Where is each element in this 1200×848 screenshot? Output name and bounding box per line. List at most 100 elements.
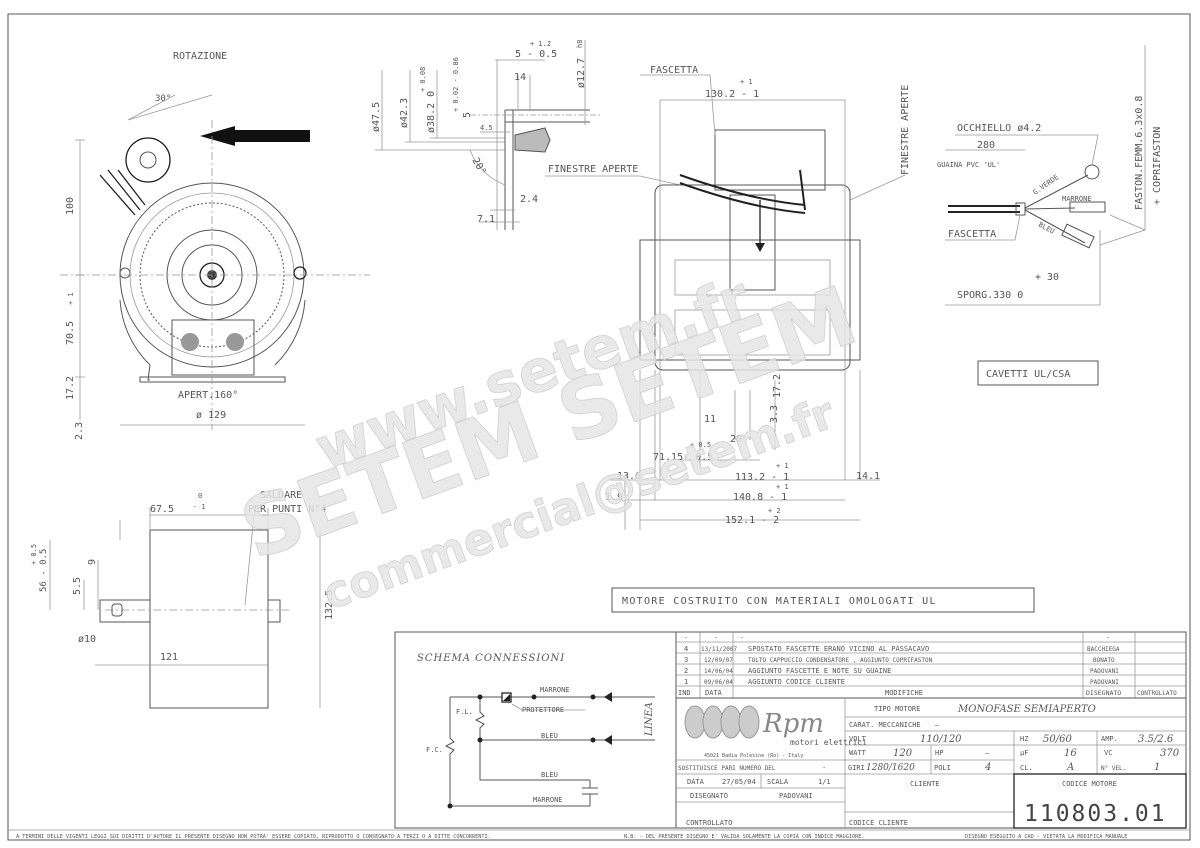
- dim-d42-3: ø42.3: [399, 98, 410, 128]
- rev-header-ind: IND: [678, 689, 691, 697]
- coprifaston-label: + COPRIFASTON: [1152, 127, 1163, 205]
- rev-date: 14/06/04: [704, 668, 733, 675]
- schema-bleu: BLEU: [541, 732, 558, 740]
- rev-text: AGGIUNTO FASCETTE E NOTE SU GUAINE: [748, 667, 891, 675]
- dim-14-1: 14.1: [856, 471, 880, 482]
- dim-11: 11: [704, 414, 716, 425]
- volt-label: VOLT: [849, 735, 867, 743]
- revision-row: 4 13/11/2007 SPOSTATO FASCETTE ERANO VIC…: [684, 645, 1120, 653]
- dim-67-5: 67.5: [150, 504, 174, 515]
- diameter-label: ø 129: [196, 410, 226, 421]
- uf-label: µF: [1020, 749, 1028, 757]
- angle-label: 30°: [155, 94, 171, 104]
- rev-by: PADOVANI: [1090, 679, 1119, 686]
- rev-ind: 1: [684, 678, 688, 686]
- dim-67-5-tol-dn: - 1: [193, 503, 206, 511]
- materials-note: MOTORE COSTRUITO CON MATERIALI OMOLOGATI…: [622, 596, 937, 607]
- sostituisce-label: SOSTITUISCE PARI NUMERO DEL: [678, 765, 776, 772]
- schema-title: SCHEMA CONNESSIONI: [417, 653, 565, 664]
- vc-value: 370: [1160, 748, 1180, 759]
- shaft-detail: + 1.2 5 - 0.5 ø12.7 h8 ø47.5 ø42.3 ø38.2…: [371, 40, 681, 230]
- schema-linea: LINEA: [644, 702, 655, 737]
- rev-by: PADOVANI: [1090, 668, 1119, 675]
- sporg-label: SPORG.330 0: [957, 290, 1023, 301]
- rev-blank-data: -: [714, 634, 718, 642]
- dim-17-2: 17.2: [65, 376, 76, 400]
- watermark: www.setem.fr SETEM SETEM commercial@sete…: [229, 263, 869, 621]
- rev-header-controllato: CONTROLLATO: [1137, 690, 1177, 697]
- dim-132-5: 132.5: [324, 590, 335, 620]
- occhiello-label: OCCHIELLO ø4.2: [957, 123, 1041, 134]
- revision-row: 2 14/06/04 AGGIUNTO FASCETTE E NOTE SU G…: [684, 667, 1119, 675]
- rev-date: 09/06/04: [704, 679, 733, 686]
- vel-label: N° VEL.: [1101, 765, 1126, 772]
- tipo-label: TIPO MOTORE: [874, 705, 920, 713]
- drawing-frame: [7, 13, 1191, 841]
- faston-label: FASTON.FEMM.6.3x0.8: [1134, 96, 1145, 210]
- codice-cliente-label: CODICE CLIENTE: [849, 819, 908, 827]
- watt-label: WATT: [849, 749, 867, 757]
- brown-wire-label: MARRONE: [1062, 195, 1092, 203]
- dim-5b-tol: + 0.02 - 0.06: [452, 57, 460, 112]
- rev-blank-text: -: [740, 634, 744, 642]
- aperture-label: APERT.160°: [178, 390, 238, 401]
- dim-152-1: 152.1 - 2: [725, 515, 779, 526]
- amp-value: 3.5/2.6: [1138, 734, 1174, 745]
- revision-row: 3 12/09/07 TOLTO CAPPUCCIO CONDENSATORE …: [684, 656, 1115, 664]
- fascetta-label-2: FASCETTA: [948, 229, 996, 240]
- dim-152-1-tol: + 2: [768, 507, 781, 515]
- sostituisce-value: -: [822, 764, 826, 772]
- rpm-logo: Rpm: [684, 705, 824, 739]
- dim-71-15: 71.15- 0.5: [653, 452, 713, 463]
- dim-2-4: 2.4: [520, 194, 538, 205]
- wiring-schematic: SCHEMA CONNESSIONI MARRONE PROTETTORE BL…: [394, 631, 677, 829]
- windows-label: FINESTRE APERTE: [548, 164, 638, 175]
- rev-blank-by: -: [1106, 634, 1110, 642]
- dim-121: 121: [160, 652, 178, 663]
- green-wire-label: G.VERDE: [1032, 173, 1061, 196]
- dim-130-2-tol: + 1: [740, 78, 753, 86]
- dim-d38-2-tol: + 0.08: [419, 67, 427, 92]
- dim-17-2-top: 17.2: [772, 374, 783, 398]
- dim-7-1: 7.1: [477, 214, 495, 225]
- amp-label: AMP.: [1101, 735, 1118, 743]
- codice-motore-label: CODICE MOTORE: [1062, 780, 1117, 788]
- dim-4-5: 4.5: [480, 124, 493, 132]
- rev-date: 12/09/07: [704, 657, 733, 664]
- cl-label: CL.: [1020, 764, 1033, 772]
- dim-14: 14: [514, 72, 526, 83]
- cable-detail: OCCHIELLO ø4.2 280 GUAINA PVC 'UL' G.VER…: [937, 45, 1163, 306]
- vc-label: VC: [1104, 749, 1112, 757]
- dim-13-6: 13.6: [617, 471, 641, 482]
- volt-value: 110/120: [920, 734, 962, 745]
- tol-1-2: + 1.2: [530, 40, 551, 48]
- schema-marrone-2: MARRONE: [533, 796, 563, 804]
- rev-ind: 2: [684, 667, 688, 675]
- cliente-label: CLIENTE: [910, 780, 940, 788]
- schema-fl: F.L.: [456, 708, 473, 716]
- cables-note: CAVETTI UL/CSA: [986, 369, 1070, 380]
- revision-table: - - - - 4 13/11/2007 SPOSTATO FASCETTE E…: [675, 631, 1187, 699]
- codice-motore-value: 110803.01: [1024, 801, 1167, 827]
- cl-value: A: [1066, 762, 1074, 773]
- rotation-arrow-icon: [200, 126, 310, 146]
- dim-5-5: 5.5: [72, 577, 83, 595]
- dim-1-9: 1.9: [605, 492, 623, 503]
- uf-value: 16: [1064, 748, 1077, 759]
- sheath-label: GUAINA PVC 'UL': [937, 161, 1000, 169]
- hz-label: HZ: [1020, 735, 1028, 743]
- rev-by: BONATO: [1093, 657, 1115, 664]
- rev-blank-ind: -: [684, 634, 688, 642]
- footer-cad: DISEGNO ESEGUITO A CAD - VIETATA LA MODI…: [965, 834, 1127, 840]
- watt-value: 120: [893, 748, 913, 759]
- dim-d47-5: ø47.5: [371, 102, 382, 132]
- dim-9: 9: [87, 559, 98, 565]
- fit-h8: h8: [576, 40, 584, 48]
- top-view: FASCETTA 130.2 - 1 + 1 FINESTRE APERTE 1…: [605, 65, 911, 530]
- windows-label-2: FINESTRE APERTE: [900, 85, 911, 175]
- dim-3-3: 3.3: [769, 405, 780, 423]
- dim-d38-2: ø38.2 0: [426, 91, 437, 133]
- controllato-label: CONTROLLATO: [686, 819, 732, 827]
- dim-5: 5 - 0.5: [515, 49, 557, 60]
